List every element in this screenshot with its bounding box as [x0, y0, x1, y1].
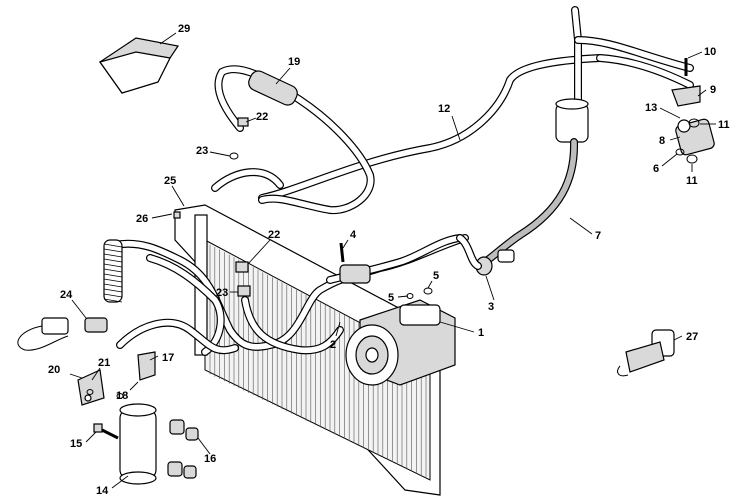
callout-label: 20: [48, 364, 60, 376]
spring-coil-turn: [103, 258, 123, 263]
callout-layer: 1 2 3 4 5 5 6 7 8 9 10 11 11 12 13 14 15: [48, 23, 730, 497]
part-3-fitting: [475, 249, 515, 276]
part-16-fittings: [167, 419, 199, 479]
spring-coil-turn: [103, 273, 123, 278]
callout-label: 21: [98, 357, 110, 369]
condenser-lines: [111, 234, 469, 356]
callout-label: 22: [268, 229, 280, 241]
callout-label: 2: [330, 339, 336, 351]
callout-label: 17: [162, 352, 174, 364]
callout-label: 29: [178, 23, 190, 35]
callout-label: 14: [96, 485, 109, 497]
callout-label: 23: [216, 287, 228, 299]
callout-label: 22: [256, 111, 268, 123]
part-15-bolt: [93, 423, 119, 440]
callout-label: 11: [686, 175, 698, 187]
callout-label: 27: [686, 331, 698, 343]
spring-coil-turn: [103, 268, 123, 273]
spring-coil-turn: [103, 288, 123, 293]
callout-label: 15: [70, 438, 82, 450]
callout-label: 13: [645, 102, 657, 114]
spring-coil-turn: [103, 263, 123, 268]
spring-coil-turn: [103, 293, 123, 298]
spring-guard: [103, 239, 123, 303]
muffler-on-line: [555, 98, 589, 143]
spring-coil-turn: [103, 248, 123, 253]
part-17-bracket: [137, 351, 156, 381]
spring-coil-turn: [103, 253, 123, 258]
callout-label: 5: [388, 292, 394, 304]
spring-coil-turn: [103, 283, 123, 288]
callout-label: 24: [60, 289, 73, 301]
part-14-receiver-dryer: [119, 403, 157, 485]
spring-coil-turn: [103, 278, 123, 283]
callout-label: 10: [704, 46, 716, 58]
callout-label: 16: [204, 453, 216, 465]
hose-7: [481, 138, 579, 266]
callout-label: 25: [164, 175, 176, 187]
part-20-21-bracket: [77, 369, 105, 406]
part-6-oring: [675, 148, 685, 156]
callout-label: 23: [196, 145, 208, 157]
part-11-orings: [686, 118, 700, 164]
hose-12: [258, 6, 694, 202]
part-24-pressure-switch: [17, 317, 108, 351]
callout-label: 7: [595, 230, 601, 242]
callout-label: 19: [288, 56, 300, 68]
callout-label: 26: [136, 213, 148, 225]
callout-label: 5: [433, 270, 439, 282]
part-9-bracket: [671, 85, 701, 107]
callout-label: 3: [488, 301, 494, 313]
spring-coil-turn: [103, 243, 123, 248]
part-4-bolt: [339, 242, 345, 263]
part-29-deflector: [99, 37, 180, 94]
hose-19: [211, 65, 375, 215]
callout-label: 1: [478, 327, 484, 339]
callout-label: 8: [659, 135, 665, 147]
callout-label: 18: [116, 390, 128, 402]
callout-label: 6: [653, 163, 659, 175]
callout-label: 12: [438, 103, 450, 115]
callout-label: 4: [350, 229, 357, 241]
compressor-manifold-line: [326, 234, 482, 284]
spring-coil-turn: [103, 298, 123, 303]
part-27-clip: [617, 329, 675, 377]
callout-label: 9: [710, 84, 716, 96]
callout-label: 11: [718, 119, 730, 131]
part-1-compressor: [345, 299, 456, 386]
